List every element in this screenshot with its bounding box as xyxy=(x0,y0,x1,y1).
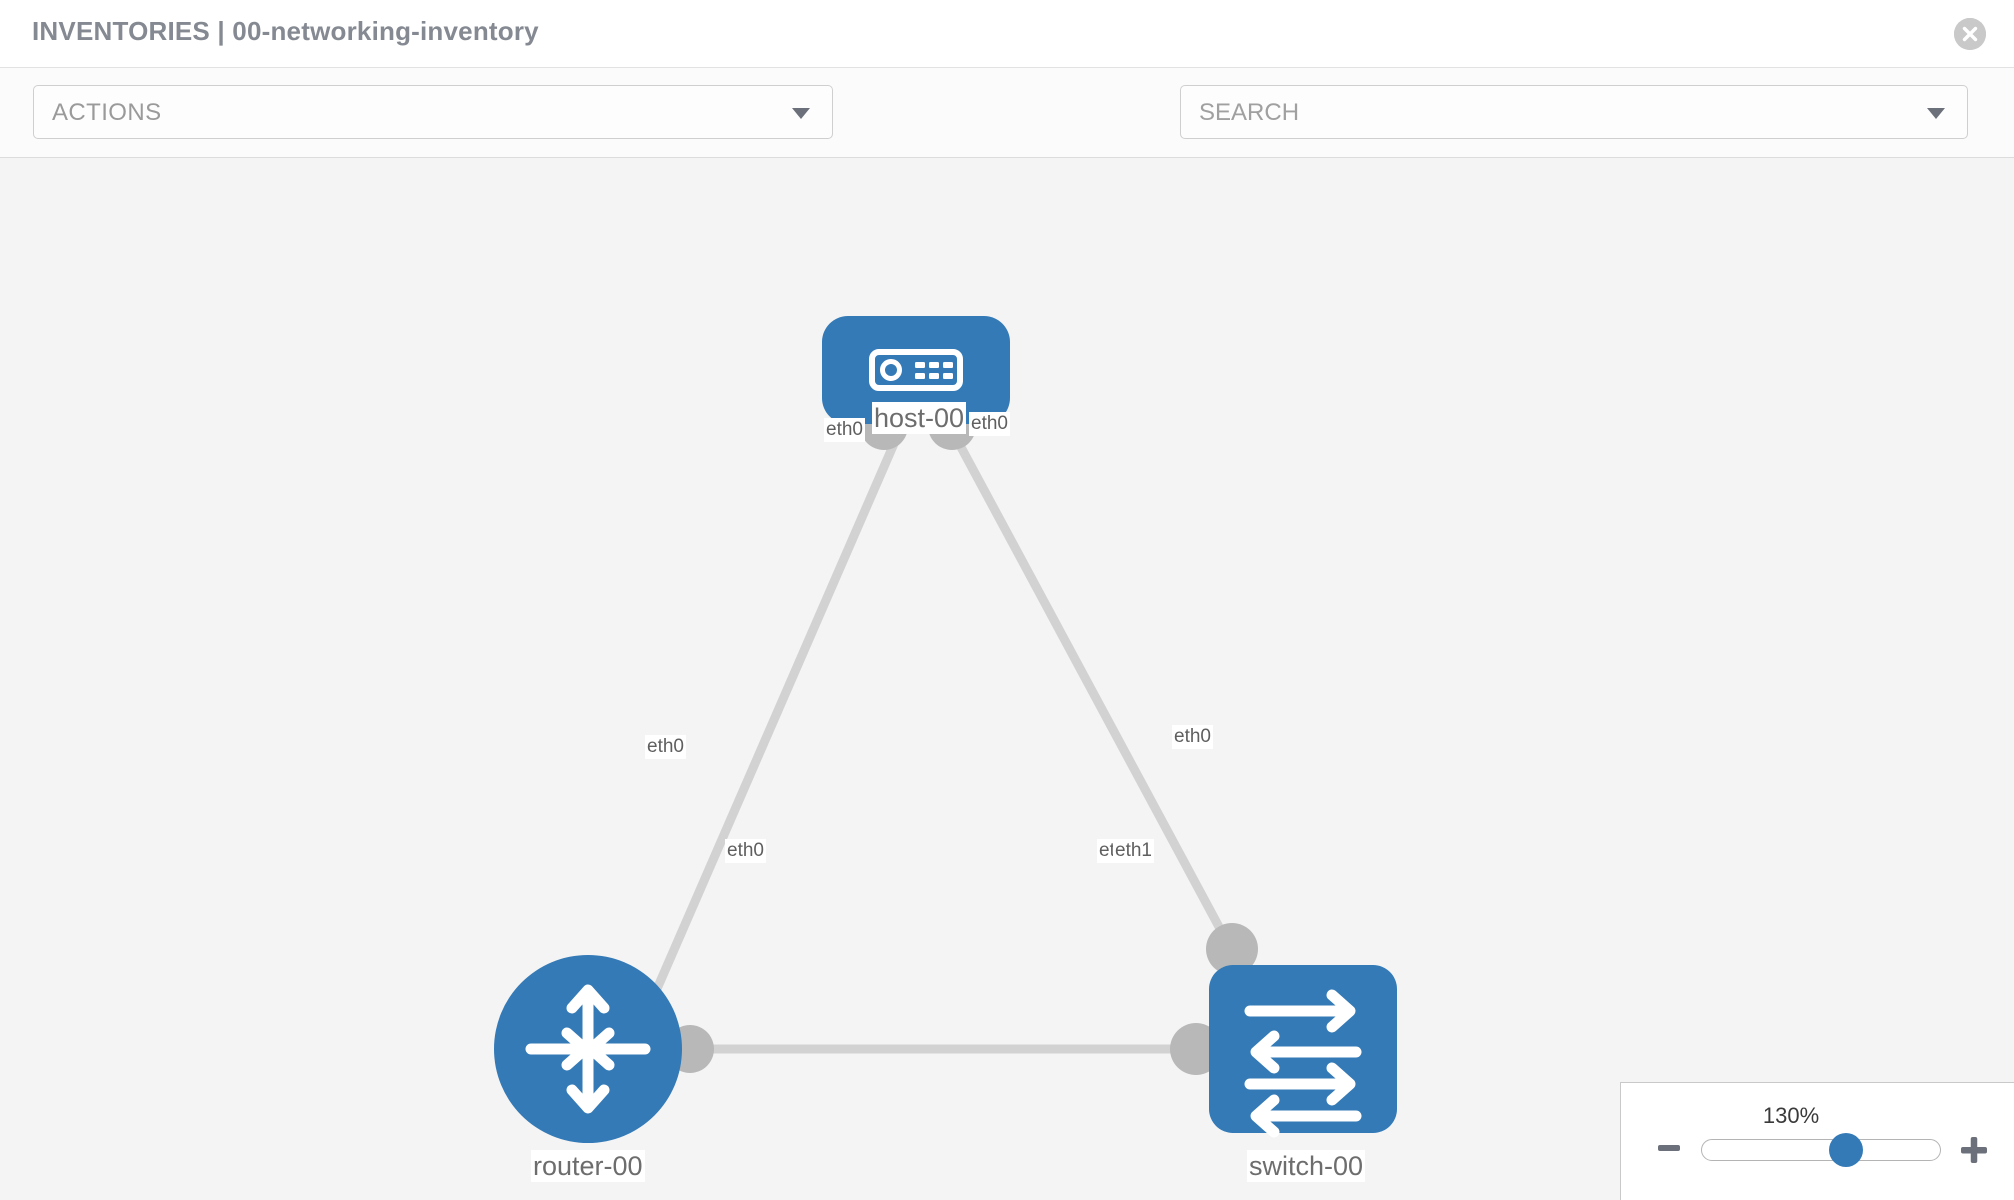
port-label-switch-eth0-top: eth0 xyxy=(1172,725,1213,749)
search-box[interactable] xyxy=(1180,85,1968,140)
zoom-slider-thumb[interactable] xyxy=(1829,1133,1863,1167)
port-label-router-eth0-top: eth0 xyxy=(645,735,686,759)
close-icon[interactable] xyxy=(1954,18,1986,50)
server-device-icon xyxy=(869,349,963,391)
node-router-00[interactable] xyxy=(494,955,682,1143)
port-label-host-eth0-left: eth0 xyxy=(824,418,865,442)
link-host-switch xyxy=(944,420,1236,954)
node-label-switch-00: switch-00 xyxy=(1247,1150,1366,1182)
port-label-switch-eth1: eth1 xyxy=(1113,839,1154,863)
link-host-router xyxy=(635,421,908,1030)
toolbar: ACTIONS xyxy=(0,68,2014,194)
node-switch-00[interactable] xyxy=(1209,965,1397,1138)
topology-canvas[interactable]: host-00 router-00 switch-00 eth0 eth0 et… xyxy=(0,158,2014,1200)
zoom-slider-track[interactable] xyxy=(1701,1139,1941,1161)
search-input[interactable] xyxy=(1197,86,1921,140)
router-arrows-icon xyxy=(525,984,651,1114)
minus-icon[interactable] xyxy=(1656,1135,1682,1161)
page-header: INVENTORIES | 00-networking-inventory xyxy=(0,0,2014,68)
topology-graph xyxy=(494,316,1397,1143)
zoom-control-panel: 130% xyxy=(1620,1082,2014,1200)
node-label-router-00: router-00 xyxy=(531,1150,645,1182)
port-circle-switch-eth0-top xyxy=(1206,923,1258,975)
switch-arrows-icon xyxy=(1244,989,1362,1138)
topology-links xyxy=(635,420,1236,1054)
page-title: INVENTORIES | 00-networking-inventory xyxy=(32,16,539,46)
chevron-down-icon[interactable] xyxy=(1927,108,1945,119)
port-label-host-eth0-right: eth0 xyxy=(969,412,1010,436)
plus-icon[interactable] xyxy=(1959,1135,1989,1165)
chevron-down-icon xyxy=(792,108,810,119)
node-host-00[interactable] xyxy=(822,316,1010,424)
topology-ports xyxy=(616,402,1258,1075)
node-label-host-00: host-00 xyxy=(872,402,967,434)
actions-dropdown[interactable]: ACTIONS xyxy=(33,85,833,139)
zoom-level-label: 130% xyxy=(1762,1103,1820,1128)
port-label-router-eth0-right: eth0 xyxy=(725,839,766,863)
actions-dropdown-label: ACTIONS xyxy=(52,99,162,126)
